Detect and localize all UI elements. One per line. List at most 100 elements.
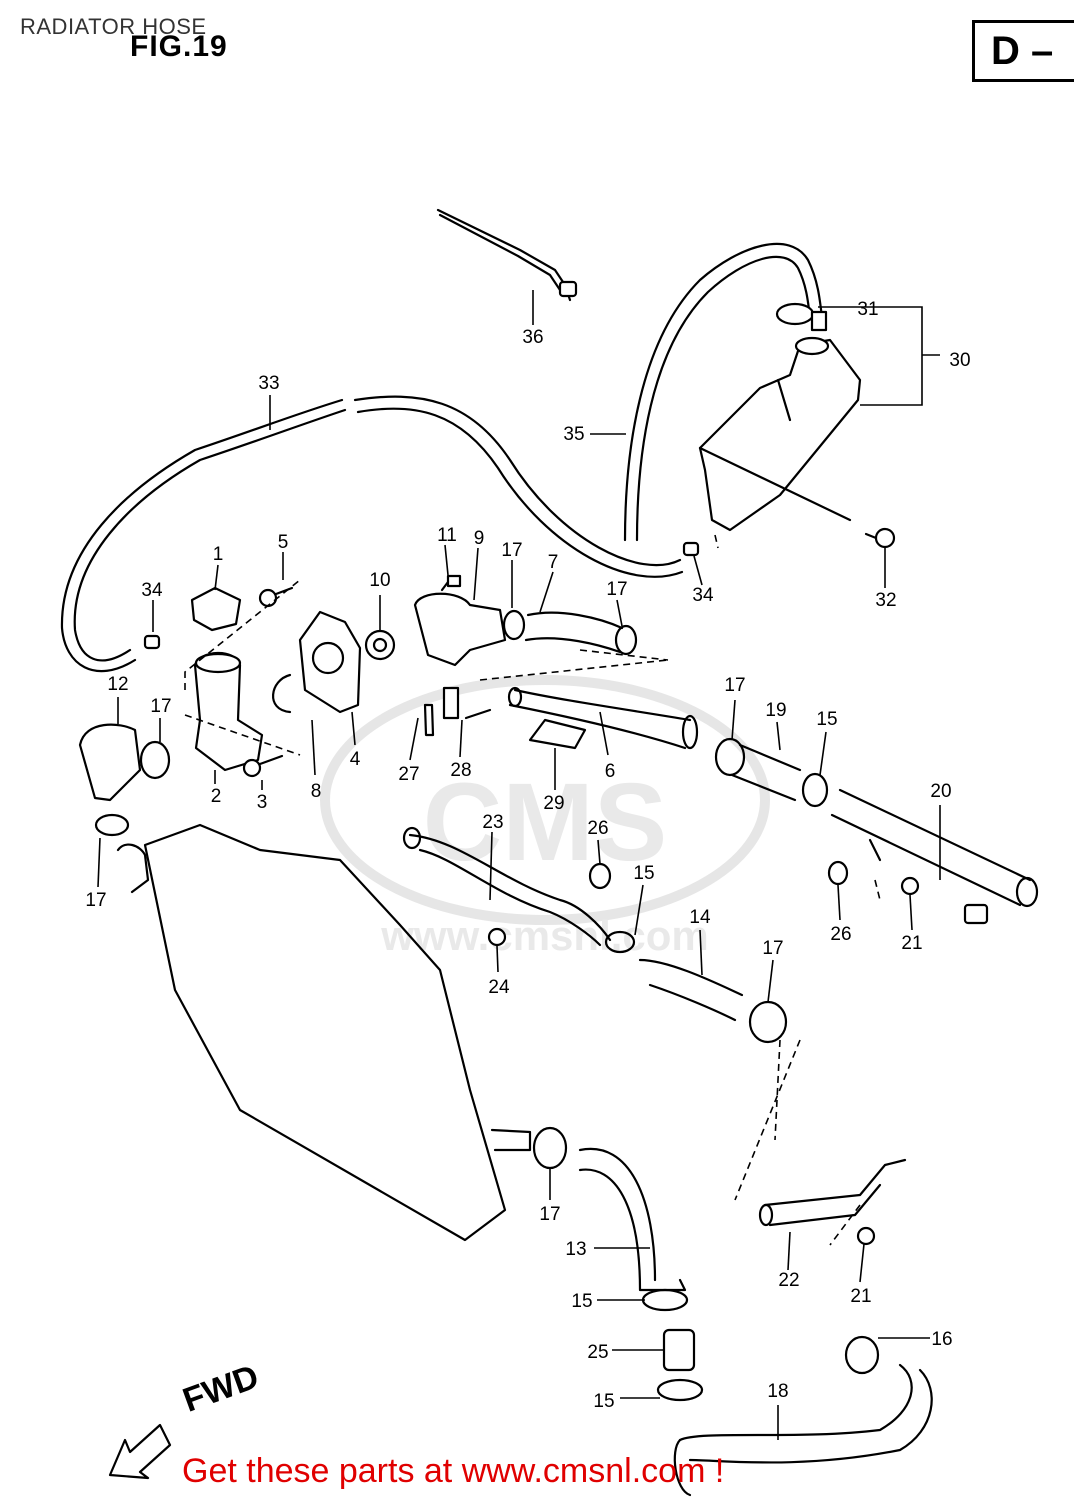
callout-17e: 17 <box>724 675 745 696</box>
figure-label: FIG.19 <box>130 30 228 63</box>
callout-19: 19 <box>765 700 786 721</box>
part-8-gasket <box>272 673 292 714</box>
callout-35: 35 <box>563 424 584 445</box>
callout-16: 16 <box>931 1329 952 1350</box>
part-24-bolt <box>487 927 507 947</box>
callout-12: 12 <box>107 674 128 695</box>
section-tab-label: D – <box>991 29 1054 73</box>
callout-15a: 15 <box>816 709 837 730</box>
callout-28: 28 <box>450 760 471 781</box>
callout-21b: 21 <box>850 1286 871 1307</box>
part-29-label <box>528 718 587 750</box>
callout-20: 20 <box>930 781 951 802</box>
callout-23: 23 <box>482 812 503 833</box>
callout-26b: 26 <box>830 924 851 945</box>
callout-32: 32 <box>875 590 896 611</box>
part-6-hose <box>507 686 699 750</box>
forward-arrow-icon <box>108 1423 172 1480</box>
callout-6: 6 <box>605 761 616 782</box>
radiator <box>116 823 532 1242</box>
callout-34a: 34 <box>141 580 163 601</box>
part-32-bolt <box>864 527 896 549</box>
part-30-reservoir-tank <box>698 336 862 532</box>
leader-lines <box>97 290 941 1440</box>
callout-numbers: 1 2 3 4 5 6 7 8 9 10 11 12 13 14 15 15 1… <box>85 299 970 1412</box>
callout-33: 33 <box>258 373 279 394</box>
callout-15d: 15 <box>593 1391 614 1412</box>
part-28-switch <box>442 686 492 720</box>
callout-15b: 15 <box>633 863 654 884</box>
part-17-clamp-upper-a <box>502 609 526 641</box>
callout-2: 2 <box>211 786 222 807</box>
callout-31: 31 <box>857 299 878 320</box>
part-25-joint <box>662 1328 696 1372</box>
callout-26a: 26 <box>587 818 608 839</box>
part-27-sensor <box>423 703 435 737</box>
part-35-overflow-hose <box>623 242 824 542</box>
part-21-bolt-lower <box>856 1226 876 1246</box>
part-34-clip-left <box>143 634 161 650</box>
callout-17g: 17 <box>539 1204 560 1225</box>
callout-4: 4 <box>350 749 361 770</box>
part-23-pipe <box>402 826 612 947</box>
part-17-clamp-lower <box>532 1126 568 1170</box>
part-16-clamp <box>844 1335 880 1375</box>
part-26-oring-right <box>827 860 849 886</box>
callout-34b: 34 <box>692 585 714 606</box>
part-19-hose <box>730 743 802 802</box>
callout-29: 29 <box>543 793 564 814</box>
callout-7: 7 <box>548 552 559 573</box>
part-33-breather-hose <box>60 395 684 673</box>
callout-3: 3 <box>257 792 268 813</box>
part-18-hose <box>673 1363 933 1497</box>
part-3-bolt <box>242 754 284 778</box>
promo-link[interactable]: Get these parts at www.cmsnl.com ! <box>182 1452 725 1490</box>
callout-1: 1 <box>213 544 224 565</box>
part-7-hose <box>524 611 624 654</box>
callout-21a: 21 <box>901 933 922 954</box>
part-14-hose <box>638 958 744 1022</box>
callout-17a: 17 <box>501 540 522 561</box>
callout-17d: 17 <box>85 890 106 911</box>
part-2-thermostat-housing <box>193 651 264 772</box>
callout-17f: 17 <box>762 938 783 959</box>
callout-5: 5 <box>278 532 289 553</box>
callout-15c: 15 <box>571 1291 592 1312</box>
callout-22: 22 <box>778 1270 799 1291</box>
part-20-water-pipe <box>830 788 1039 925</box>
part-13-hose <box>578 1147 687 1292</box>
callout-36: 36 <box>522 327 543 348</box>
part-36-clamp-strap <box>436 208 578 302</box>
assembly-lines <box>184 534 881 1246</box>
callout-24: 24 <box>488 977 510 998</box>
page-title: RADIATOR HOSE <box>20 14 207 39</box>
part-11-bolt <box>440 574 462 592</box>
part-15-clamp-lower-b <box>656 1378 704 1402</box>
callout-17b: 17 <box>606 579 627 600</box>
part-9-housing <box>413 592 507 667</box>
part-31-reservoir-cap <box>775 302 828 332</box>
callout-10: 10 <box>369 570 390 591</box>
callout-14: 14 <box>689 907 711 928</box>
part-21-bolt-upper <box>900 876 920 896</box>
callout-13: 13 <box>565 1239 586 1260</box>
callout-25: 25 <box>587 1342 608 1363</box>
part-17-clamp-upper-b <box>614 624 638 656</box>
callout-18: 18 <box>767 1381 788 1402</box>
part-22-pipe <box>758 1158 907 1227</box>
part-17-clamp-left-a <box>139 740 171 780</box>
part-5-bolt <box>258 586 294 608</box>
part-12-hose <box>78 723 142 802</box>
part-17-clamp-mid <box>748 1000 788 1044</box>
part-34-clip-right <box>682 541 700 557</box>
callout-8: 8 <box>311 781 322 802</box>
watermark: CMS www.cmsnl.com <box>320 675 770 959</box>
svg-text:www.cmsnl.com: www.cmsnl.com <box>380 912 709 959</box>
part-17-clamp-left-b <box>94 813 130 837</box>
callout-9: 9 <box>474 528 485 549</box>
callout-17c: 17 <box>150 696 171 717</box>
part-15-clamp-lower-a <box>641 1288 689 1312</box>
part-15-clamp-right <box>801 772 829 808</box>
